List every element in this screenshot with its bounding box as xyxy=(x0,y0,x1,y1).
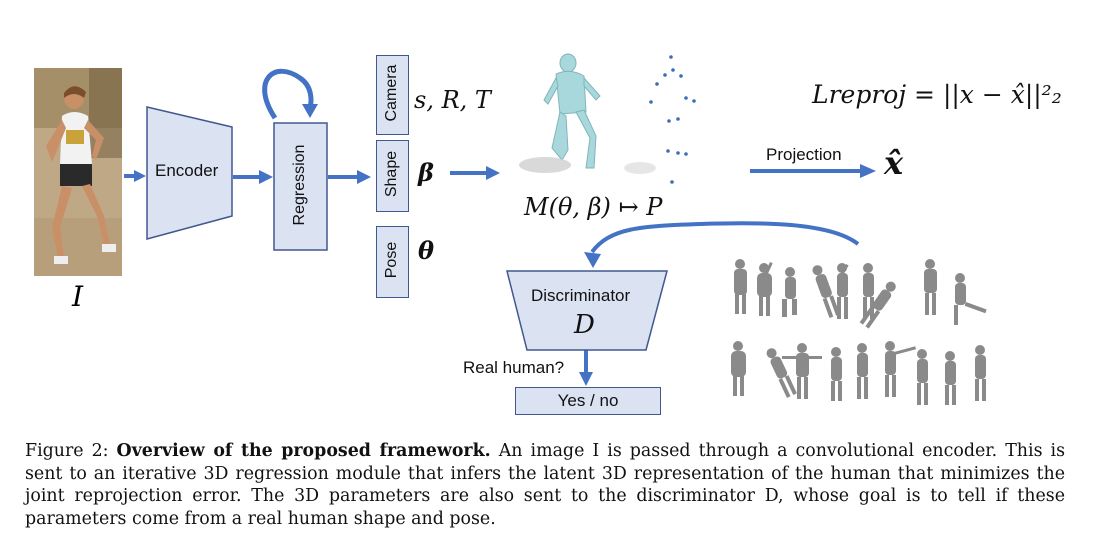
caption-text: An image I is passed through a convoluti… xyxy=(25,441,1065,529)
mesh-pose-dataset xyxy=(731,259,987,405)
regression-label: Regression xyxy=(291,144,308,226)
camera-label: Camera xyxy=(383,64,400,122)
encoder-block xyxy=(146,106,233,240)
camera-box xyxy=(376,55,409,135)
framework-diagram xyxy=(124,53,987,405)
input-image-label: I xyxy=(72,280,84,313)
projection-label: Projection xyxy=(766,145,842,164)
encoder-label: Encoder xyxy=(155,161,219,180)
caption-title: Overview of the proposed framework. xyxy=(116,441,491,461)
real-human-question: Real human? xyxy=(463,358,565,377)
camera-params-symbol: s, R, T xyxy=(414,86,491,114)
shape-box xyxy=(376,140,409,212)
body-mesh xyxy=(543,53,601,169)
discriminator-symbol: D xyxy=(574,310,595,340)
runner-image xyxy=(34,68,122,276)
mesh-shadow xyxy=(519,157,571,173)
discriminator-label: Discriminator xyxy=(531,286,631,305)
regression-block xyxy=(273,122,328,251)
reprojection-loss: Lreproj = ||x − x̂||²₂ xyxy=(812,80,1062,109)
mesh-mapping-formula: M(θ, β) ↦ P xyxy=(524,193,663,221)
beta-symbol: β xyxy=(418,158,434,187)
projected-keypoints xyxy=(649,55,696,184)
theta-symbol: θ xyxy=(418,236,435,265)
caption-prefix: Figure 2: xyxy=(25,441,109,461)
pose-box xyxy=(376,226,409,298)
figure-caption: Figure 2: Overview of the proposed frame… xyxy=(25,440,1065,530)
pose-label: Pose xyxy=(383,241,400,279)
shape-label: Shape xyxy=(383,150,400,198)
yes-no-box: Yes / no xyxy=(515,387,661,415)
arrow-to-discriminator xyxy=(590,221,860,254)
runner-photo xyxy=(34,68,122,276)
discriminator-block xyxy=(506,270,668,351)
regression-loop-arrow xyxy=(262,68,314,120)
x-hat-symbol: x̂ xyxy=(884,144,904,182)
